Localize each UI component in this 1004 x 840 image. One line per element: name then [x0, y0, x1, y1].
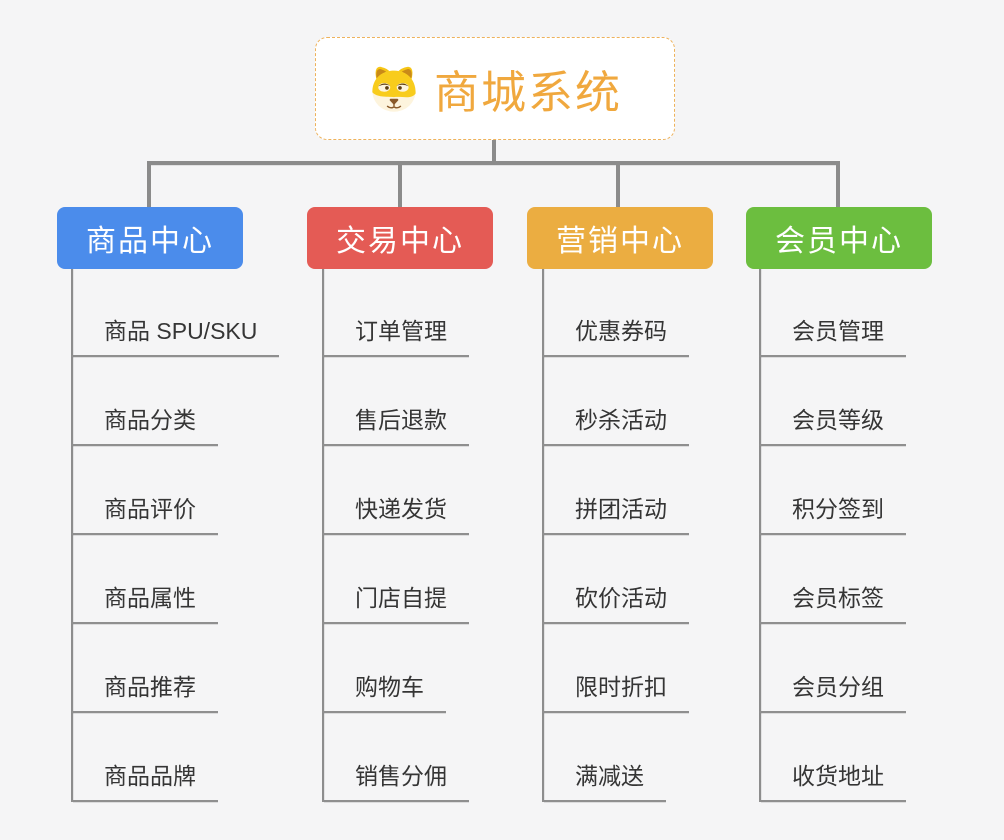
leaf-node[interactable]: 满减送 — [542, 761, 666, 802]
leaf-node[interactable]: 拼团活动 — [542, 494, 689, 535]
leaf-node[interactable]: 优惠券码 — [542, 316, 689, 357]
leaf-node[interactable]: 售后退款 — [322, 405, 469, 446]
root-title: 商城系统 — [433, 67, 622, 118]
dog-face-icon — [372, 66, 416, 112]
leaf-node[interactable]: 快递发货 — [322, 494, 469, 535]
branch-node-trade-center[interactable]: 交易中心 — [307, 207, 493, 269]
leaf-node[interactable]: 购物车 — [322, 672, 446, 713]
leaf-node[interactable]: 限时折扣 — [542, 672, 689, 713]
connector-drop-3 — [616, 163, 620, 207]
branch-label: 商品中心 — [86, 225, 214, 258]
branch-spine-3 — [542, 269, 544, 802]
leaf-node[interactable]: 商品属性 — [71, 583, 218, 624]
leaf-node[interactable]: 积分签到 — [759, 494, 906, 535]
leaf-node[interactable]: 会员等级 — [759, 405, 906, 446]
root-node[interactable]: 商城系统 — [315, 37, 675, 140]
connector-horizontal-bar — [147, 161, 840, 165]
leaf-node[interactable]: 销售分佣 — [322, 761, 469, 802]
branch-spine-4 — [759, 269, 761, 802]
leaf-node[interactable]: 会员标签 — [759, 583, 906, 624]
branch-spine-1 — [71, 269, 73, 802]
branch-node-product-center[interactable]: 商品中心 — [57, 207, 243, 269]
branch-node-member-center[interactable]: 会员中心 — [746, 207, 932, 269]
leaf-node[interactable]: 秒杀活动 — [542, 405, 689, 446]
branch-label: 营销中心 — [556, 225, 684, 258]
leaf-node[interactable]: 订单管理 — [322, 316, 469, 357]
connector-drop-2 — [398, 163, 402, 207]
leaf-node[interactable]: 商品评价 — [71, 494, 218, 535]
leaf-node[interactable]: 门店自提 — [322, 583, 469, 624]
leaf-node[interactable]: 商品 SPU/SKU — [71, 316, 280, 357]
leaf-node[interactable]: 商品分类 — [71, 405, 218, 446]
connector-root-stem — [492, 140, 496, 163]
connector-drop-1 — [147, 163, 151, 207]
branch-node-marketing-center[interactable]: 营销中心 — [527, 207, 713, 269]
branch-label: 交易中心 — [336, 225, 464, 258]
branch-label: 会员中心 — [775, 225, 903, 258]
leaf-node[interactable]: 商品推荐 — [71, 672, 218, 713]
connector-drop-4 — [836, 163, 840, 207]
leaf-node[interactable]: 商品品牌 — [71, 761, 218, 802]
leaf-node[interactable]: 砍价活动 — [542, 583, 689, 624]
branch-spine-2 — [322, 269, 324, 802]
leaf-node[interactable]: 收货地址 — [759, 761, 906, 802]
leaf-node[interactable]: 会员分组 — [759, 672, 906, 713]
leaf-node[interactable]: 会员管理 — [759, 316, 906, 357]
